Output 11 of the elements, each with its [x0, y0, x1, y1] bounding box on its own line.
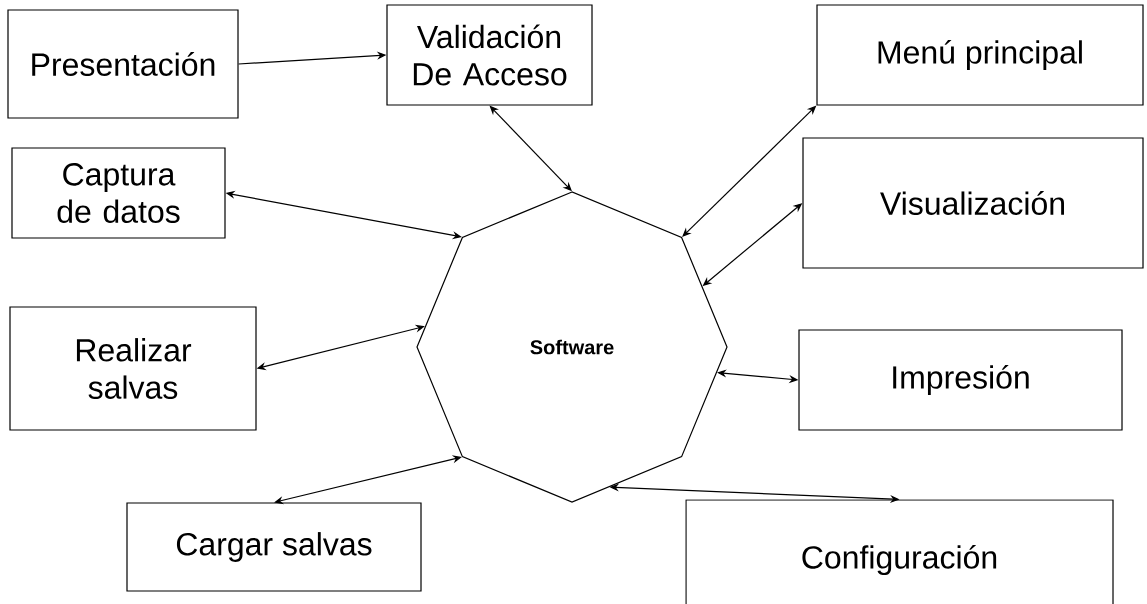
octagon: Software: [416, 191, 728, 503]
module-box: Impresión: [798, 329, 1123, 431]
module-box: Configuración: [685, 499, 1114, 604]
module-box: Realizar salvas: [9, 306, 257, 431]
module-box: Cargar salvas: [126, 502, 422, 592]
module-box: Visualización: [802, 137, 1144, 269]
module-box: Menú principal: [816, 4, 1144, 106]
module-box: Captura de datos: [11, 147, 226, 239]
arrow: [274, 455, 462, 505]
module-box: Presentación: [7, 9, 239, 119]
module-box: Validación De Acceso: [386, 4, 593, 106]
